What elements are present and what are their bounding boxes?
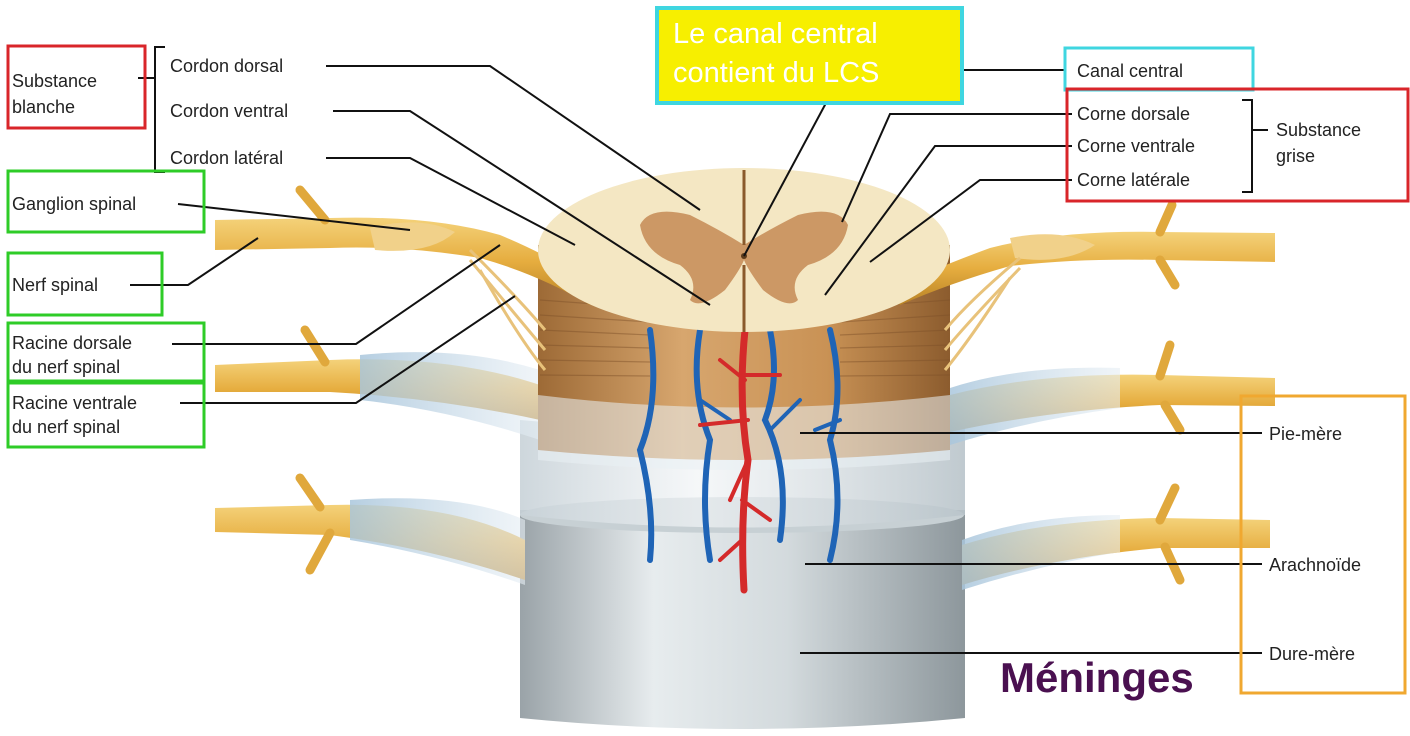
- label-corne-dorsale: Corne dorsale: [1077, 104, 1190, 124]
- label-corne-ventrale: Corne ventrale: [1077, 136, 1195, 156]
- label-racine-ventrale-1: Racine ventrale: [12, 393, 137, 413]
- bracket-substance-grise: [1242, 100, 1268, 192]
- label-cordon-dorsal: Cordon dorsal: [170, 56, 283, 76]
- label-ganglion-spinal: Ganglion spinal: [12, 194, 136, 214]
- label-substance-blanche-1: Substance: [12, 71, 97, 91]
- title-meninges: Méninges: [1000, 654, 1194, 701]
- nerve-branch-ur2: [1160, 260, 1175, 285]
- nerve-branch-lr1: [1160, 488, 1175, 520]
- nerve-branch-ml1: [305, 330, 325, 362]
- nerve-branch-mr2: [1165, 405, 1180, 430]
- label-dure-mere: Dure-mère: [1269, 644, 1355, 664]
- label-nerf-spinal: Nerf spinal: [12, 275, 98, 295]
- nerve-branch-ll1: [300, 478, 320, 507]
- leader-racine-dorsale: [172, 245, 500, 344]
- label-pie-mere: Pie-mère: [1269, 424, 1342, 444]
- nerve-branch-ul1: [300, 190, 325, 220]
- nerve-branch-ll2: [310, 533, 330, 570]
- nerve-middle-left-sheath: [360, 352, 540, 440]
- callout-line-1: Le canal central: [673, 18, 878, 50]
- label-racine-dorsale-1: Racine dorsale: [12, 333, 132, 353]
- label-substance-grise-1: Substance: [1276, 120, 1361, 140]
- label-substance-grise-2: grise: [1276, 146, 1315, 166]
- label-racine-ventrale-2: du nerf spinal: [12, 417, 120, 437]
- label-cordon-lateral: Cordon latéral: [170, 148, 283, 168]
- label-arachnoide: Arachnoïde: [1269, 555, 1361, 575]
- label-canal-central: Canal central: [1077, 61, 1183, 81]
- nerve-branch-ur1: [1160, 205, 1172, 232]
- label-substance-blanche-2: blanche: [12, 97, 75, 117]
- nerve-branch-mr1: [1160, 345, 1170, 376]
- label-racine-dorsale-2: du nerf spinal: [12, 357, 120, 377]
- callout-line-2: contient du LCS: [673, 57, 879, 89]
- nerve-lower-left-sheath: [350, 498, 525, 585]
- label-cordon-ventral: Cordon ventral: [170, 101, 288, 121]
- nerve-lower-right-sheath: [962, 515, 1120, 590]
- bracket-substance-blanche: [138, 47, 165, 172]
- label-corne-laterale: Corne latérale: [1077, 170, 1190, 190]
